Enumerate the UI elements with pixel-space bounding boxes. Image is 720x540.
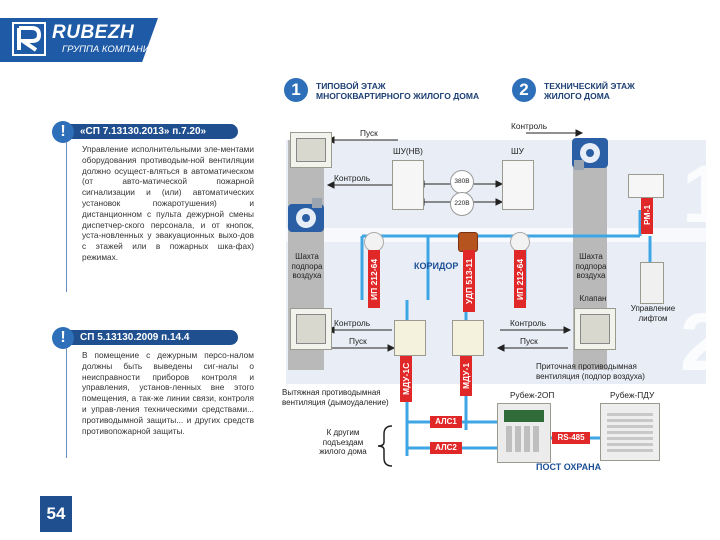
rubezh-logo-icon — [12, 22, 46, 56]
other-entrances-label: К другим подъездам жилого дома — [319, 428, 367, 456]
pusk-left-bottom-label: Пуск — [349, 336, 367, 346]
kontrol-left-top-label: Контроль — [334, 173, 371, 183]
brand-subtitle: ГРУППА КОМПАНИЙ — [62, 44, 157, 55]
note-1-title: «СП 7.13130.2013» п.7.20» — [60, 124, 238, 139]
note-2-text: В помещение с дежурным персо-налом должн… — [82, 350, 254, 436]
udp-513-11-tag: УДП 513-11 — [463, 250, 475, 312]
shaft-left-label: Шахта подпора воздуха — [291, 252, 323, 280]
mdu-1-module — [452, 320, 484, 356]
rm-1-module — [628, 174, 664, 198]
cabinet-shu — [502, 160, 534, 210]
brace-icon — [377, 425, 393, 467]
brand-name: RUBEZH — [52, 22, 135, 43]
note-2-exclamation-icon: ! — [52, 327, 74, 349]
section-1-title: ТИПОВОЙ ЭТАЖ МНОГОКВАРТИРНОГО ЖИЛОГО ДОМ… — [316, 81, 479, 101]
als1-tag: АЛС1 — [430, 416, 462, 428]
pusk-right-bottom-label: Пуск — [520, 336, 538, 346]
voltage-220-badge: 220В — [450, 192, 474, 216]
mdu-1-tag: МДУ-1 — [460, 356, 472, 396]
rm-1-tag: РМ-1 — [641, 196, 653, 234]
rubezh-pdu-device — [600, 403, 660, 461]
smoke-detector-2-icon — [510, 232, 530, 252]
ip-212-64-right-tag: ИП 212-64 — [514, 250, 526, 308]
floor-bottom-panel — [286, 236, 706, 384]
lift-label: Управление лифтом — [630, 304, 676, 323]
lift-control-unit-icon — [640, 262, 664, 304]
klapan-label: Клапан — [579, 294, 607, 303]
section-1-title-line1: ТИПОВОЙ ЭТАЖ — [316, 81, 386, 91]
damper-panel-bottom-left — [290, 308, 332, 350]
exhaust-caption: Вытяжная противодымная вентиляция (дымоу… — [282, 388, 389, 407]
smoke-detector-1-icon — [364, 232, 384, 252]
note-1-rule — [66, 142, 67, 292]
cabinet-shu-label: ШУ — [511, 146, 524, 156]
kontrol-top-label: Контроль — [511, 121, 548, 131]
cabinet-shu-nv — [392, 160, 424, 210]
mdu-1s-module — [394, 320, 426, 356]
section-1-title-line2: МНОГОКВАРТИРНОГО ЖИЛОГО ДОМА — [316, 91, 480, 101]
rubezh-2op-label: Рубеж-2ОП — [510, 390, 555, 400]
kontrol-right-bottom-label: Контроль — [510, 318, 547, 328]
section-2-title-line1: ТЕХНИЧЕСКИЙ ЭТАЖ — [544, 81, 635, 91]
section-2-number: 2 — [512, 78, 536, 102]
note-1-text: Управление исполнительными эле-ментами о… — [82, 144, 254, 262]
bg-digit-2-text: 2 — [680, 297, 720, 388]
pusk-top-label: Пуск — [360, 128, 378, 138]
note-2-rule — [66, 348, 67, 458]
page-number: 54 — [40, 496, 72, 532]
section-1-number: 1 — [284, 78, 308, 102]
post-label: ПОСТ ОХРАНА — [536, 462, 602, 472]
rubezh-pdu-label: Рубеж-ПДУ — [610, 390, 655, 400]
exhaust-fan-icon — [288, 198, 324, 232]
koridor-label: КОРИДОР — [414, 261, 459, 271]
rubezh-2op-device — [497, 403, 551, 463]
cabinet-shu-nv-label: ШУ(НВ) — [393, 146, 423, 156]
manual-call-point-icon — [458, 232, 478, 252]
supply-caption: Приточная противодымная вентиляция (подп… — [536, 362, 645, 381]
ip-212-64-left-tag: ИП 212-64 — [368, 250, 380, 308]
kontrol-left-bottom-label: Контроль — [334, 318, 371, 328]
note-2-title: СП 5.13130.2009 п.14.4 — [60, 330, 238, 345]
supply-fan-icon — [572, 138, 608, 170]
mdu-1s-tag: МДУ-1С — [400, 356, 412, 402]
damper-panel-top-left — [290, 132, 332, 168]
section-2-title: ТЕХНИЧЕСКИЙ ЭТАЖ ЖИЛОГО ДОМА — [544, 81, 635, 101]
voltage-380-badge: 380В — [450, 170, 474, 194]
damper-panel-bottom-right — [574, 308, 616, 350]
rs485-tag: RS-485 — [552, 432, 590, 444]
als2-tag: АЛС2 — [430, 442, 462, 454]
section-2-title-line2: ЖИЛОГО ДОМА — [544, 91, 610, 101]
shaft-right-label: Шахта подпора воздуха — [575, 252, 607, 280]
bg-digit-1-text: 1 — [682, 149, 720, 240]
note-1-exclamation-icon: ! — [52, 121, 74, 143]
